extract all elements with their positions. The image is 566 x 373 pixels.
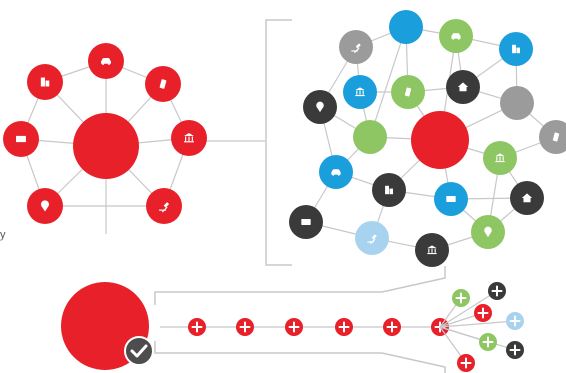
node-circle	[389, 10, 423, 44]
satellite-node	[27, 64, 63, 100]
satellite-node	[27, 188, 63, 224]
node-circle	[73, 113, 139, 179]
plus-icon	[479, 333, 497, 351]
node-circle	[539, 120, 566, 154]
network-node	[389, 10, 423, 44]
connector-line	[369, 26, 407, 138]
network-node	[439, 19, 473, 53]
connector-line	[439, 326, 516, 351]
hub-person-node	[411, 111, 469, 169]
node-circle	[500, 86, 534, 120]
plus-icon	[488, 282, 506, 300]
network-node	[355, 221, 389, 255]
plus-icon	[452, 289, 470, 307]
satellite-node	[171, 120, 207, 156]
network-node	[372, 173, 406, 207]
node-circle	[146, 188, 182, 224]
node-circle	[411, 111, 469, 169]
funnel-lower-line	[154, 341, 446, 373]
network-node	[500, 86, 534, 120]
credit-card-icon	[301, 219, 311, 225]
plus-icon	[236, 318, 254, 336]
network-node	[499, 32, 533, 66]
plus-icon	[506, 312, 524, 330]
verification-funnel	[61, 266, 524, 373]
network-node	[446, 70, 480, 104]
network-node	[289, 205, 323, 239]
right-network	[289, 10, 566, 267]
network-node	[353, 120, 387, 154]
network-node	[319, 155, 353, 189]
network-node	[539, 120, 566, 154]
plus-icon	[335, 318, 353, 336]
network-node	[303, 90, 337, 124]
network-node	[415, 233, 449, 267]
node-circle	[353, 120, 387, 154]
network-node	[510, 181, 544, 215]
left-cluster	[3, 43, 265, 234]
network-node	[434, 182, 468, 216]
connector-line	[439, 290, 498, 328]
network-node	[391, 75, 425, 109]
connector-line	[439, 320, 516, 328]
network-node	[483, 141, 517, 175]
checkmark-icon	[124, 336, 154, 366]
funnel-upper-line	[154, 266, 446, 305]
network-node	[339, 30, 373, 64]
satellite-node	[145, 66, 181, 102]
satellite-node	[3, 121, 39, 157]
network-bracket	[265, 19, 292, 266]
plus-icon	[506, 341, 524, 359]
satellite-node	[146, 188, 182, 224]
plus-icon	[474, 304, 492, 322]
network-node	[471, 215, 505, 249]
network-node	[343, 75, 377, 109]
satellite-node	[88, 43, 124, 79]
plus-icon	[285, 318, 303, 336]
center-person-node	[73, 113, 139, 179]
edge-text: y	[0, 229, 6, 241]
bracket-line	[265, 19, 292, 266]
credit-card-icon	[446, 196, 456, 202]
plus-icon	[457, 354, 475, 372]
plus-icon	[383, 318, 401, 336]
credit-card-icon	[16, 135, 26, 143]
plus-icon	[188, 318, 206, 336]
